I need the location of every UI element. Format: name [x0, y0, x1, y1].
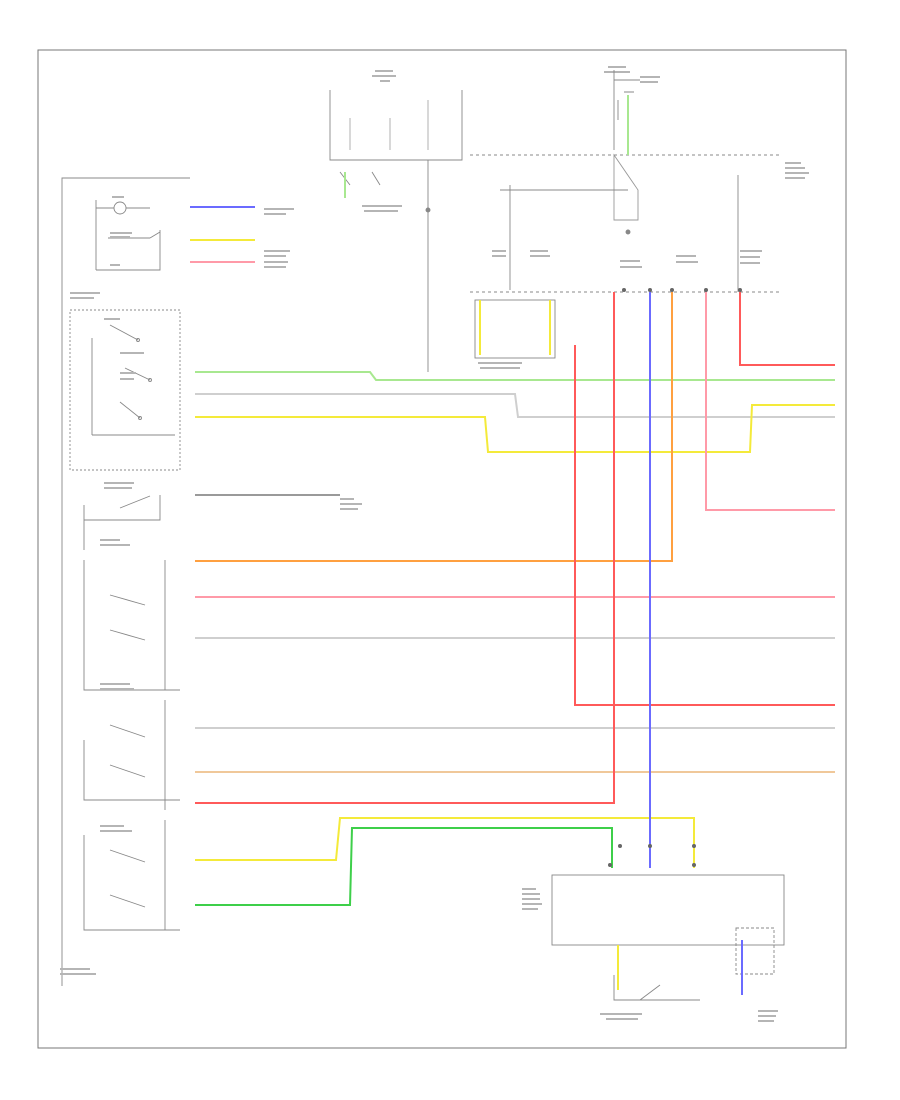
- left-switch-blocks: [61, 177, 190, 986]
- white-wire-dome: [195, 393, 835, 418]
- yellow-wire-dome: [195, 404, 835, 453]
- pink-wire-right: [705, 292, 835, 511]
- red-wire-right2: [739, 292, 835, 366]
- orange-wire-left: [195, 292, 673, 562]
- green-wire-dome: [195, 371, 835, 381]
- top-junction-block: [329, 90, 463, 372]
- green-wire-rr: [195, 827, 613, 906]
- red-wire-right: [574, 345, 835, 706]
- diagram-frame: [37, 49, 847, 1049]
- motor-box: [735, 927, 775, 975]
- wire-splice-dots: [608, 288, 742, 867]
- top-right-relay: [470, 70, 780, 293]
- bottom-switch: [613, 975, 700, 1001]
- label-marks: [60, 66, 809, 1022]
- power-window-control-unit: [551, 874, 785, 946]
- wires: [190, 95, 835, 995]
- red-wire-pass: [195, 292, 615, 804]
- yellow-wire-box: [479, 300, 551, 355]
- front-connector-box: [474, 299, 556, 359]
- yellow-wire-rr: [195, 817, 695, 868]
